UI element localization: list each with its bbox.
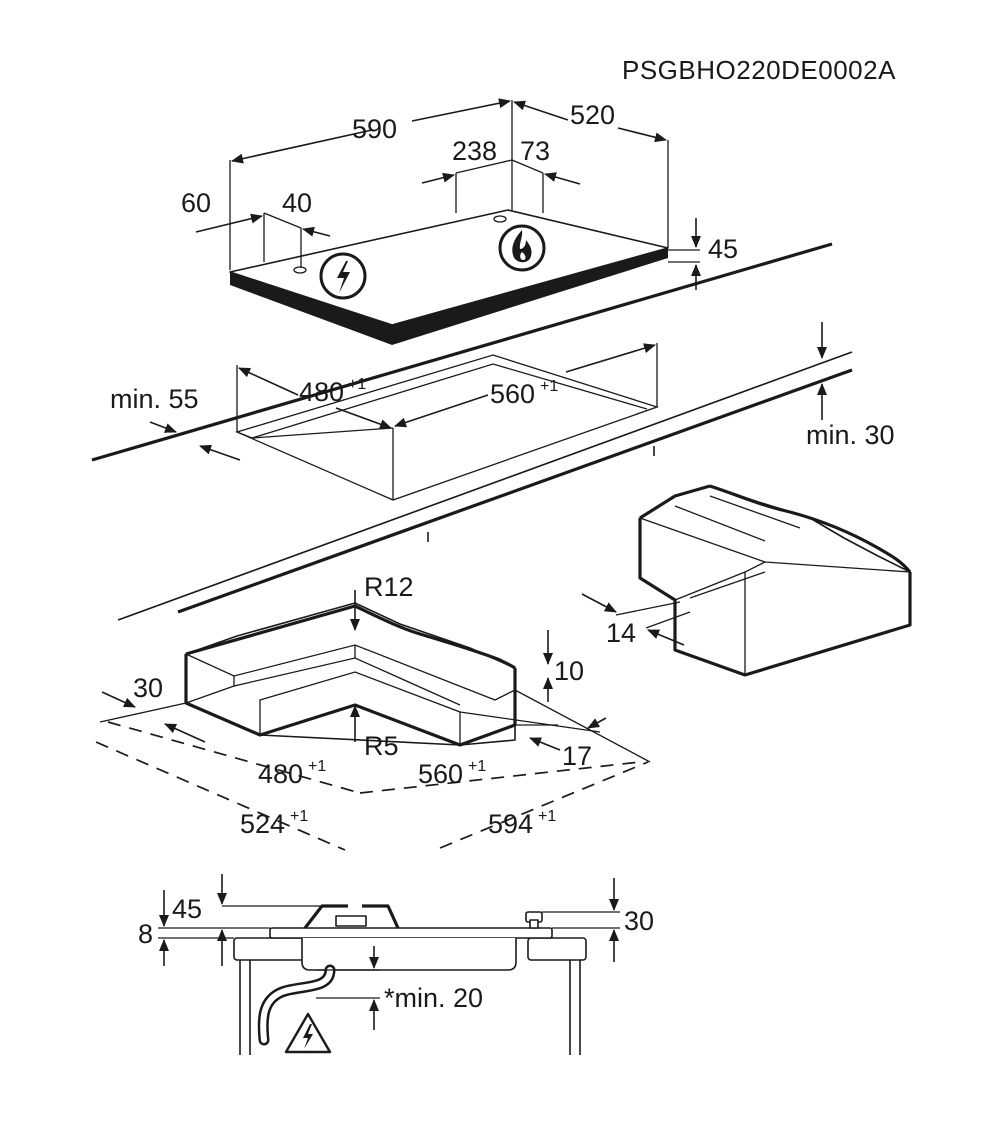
hob-view: 590 520 238 73 60 40 45: [181, 98, 738, 345]
min-clearance-label: *min. 20: [384, 983, 483, 1013]
frame-height-label: 10: [554, 656, 584, 686]
cutout-depth-label: 480: [299, 377, 344, 407]
frame-inner-depth-tolerance: +1: [308, 758, 326, 775]
frame-outer-width-tolerance: +1: [538, 808, 556, 825]
hob-depth-label: 520: [570, 100, 615, 130]
power-inlet-hole: [293, 266, 307, 274]
gas-inlet-depth-label: 73: [520, 136, 550, 166]
document-code: PSGBHO220DE0002A: [622, 55, 896, 85]
frame-corner-right: [639, 485, 911, 676]
frame-outer-depth-label: 524: [240, 809, 285, 839]
cutout-view: 480 +1 560 +1 min. 55 min. 30: [91, 242, 895, 621]
frame-outer-width-label: 594: [488, 809, 533, 839]
glass-height-label: 8: [138, 919, 153, 949]
electric-hazard-icon: [319, 252, 367, 300]
gas-flame-icon: [498, 224, 546, 272]
power-inlet-depth-label: 40: [282, 188, 312, 218]
frame-offset-label: 30: [133, 673, 163, 703]
cutout-width-tolerance: +1: [540, 378, 558, 395]
frame-inner-depth-label: 480: [258, 759, 303, 789]
knob-height-label: 30: [624, 906, 654, 936]
electric-warning-icon: [284, 1012, 332, 1054]
frame-view: R12 R5 30 10 17 14 480 +1 560 +1 524 +1 …: [95, 484, 912, 851]
frame-outer-radius-label: R12: [364, 572, 414, 602]
hob-width-label: 590: [352, 114, 397, 144]
hob-height-label: 45: [708, 234, 738, 264]
frame-inner-width-label: 560: [418, 759, 463, 789]
gas-inlet-offset-label: 238: [452, 136, 497, 166]
frame-inner-width-tolerance: +1: [468, 758, 486, 775]
burner-height-label: 45: [172, 894, 202, 924]
worktop-thickness-label: min. 30: [806, 420, 895, 450]
gas-inlet-hole: [493, 215, 507, 223]
power-inlet-offset-label: 60: [181, 188, 211, 218]
cutout-width-label: 560: [490, 379, 535, 409]
frame-overhang-label: 17: [562, 741, 592, 771]
frame-edge-offset-label: 14: [606, 618, 636, 648]
cutout-depth-tolerance: +1: [348, 376, 366, 393]
frame-inner-radius-label: R5: [364, 731, 399, 761]
frame-outer-depth-tolerance: +1: [290, 808, 308, 825]
hob-base-edge: [230, 248, 668, 345]
front-clearance-label: min. 55: [110, 384, 199, 414]
section-view: 45 8 30 *min. 20: [138, 874, 654, 1055]
